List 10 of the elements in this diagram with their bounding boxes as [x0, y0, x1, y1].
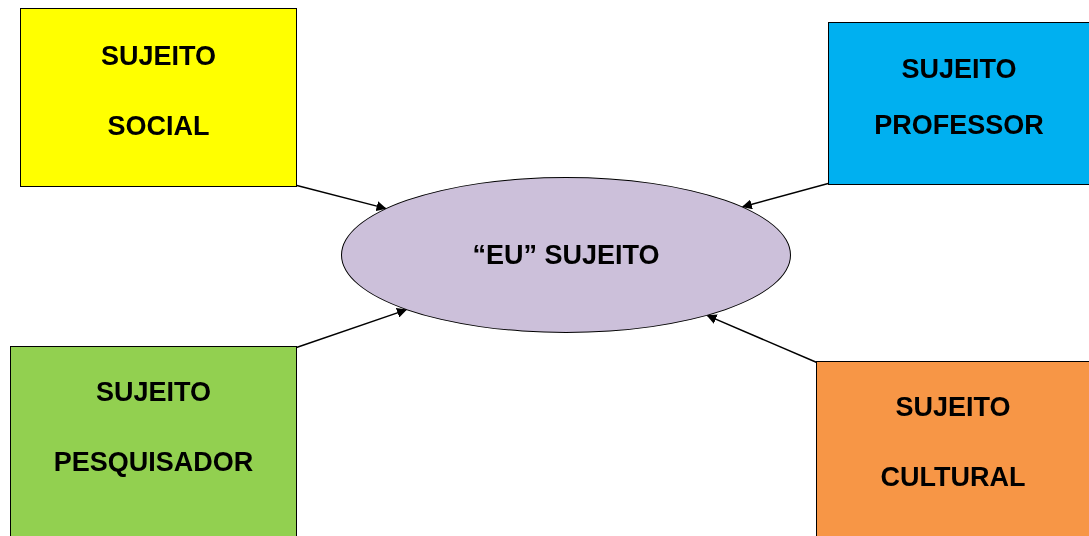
concept-box — [20, 8, 297, 187]
node-label: SUJEITO SOCIAL — [99, 40, 217, 143]
node-label: SUJEITO CULTURAL — [879, 391, 1027, 494]
arrow — [706, 314, 819, 364]
concept-box — [816, 361, 1089, 536]
node-label: “EU” SUJEITO — [472, 240, 660, 270]
node-label: SUJEITO PESQUISADOR — [52, 376, 255, 479]
concept-box — [828, 22, 1089, 185]
node-label: SUJEITO PROFESSOR — [873, 53, 1045, 142]
concept-box — [10, 346, 297, 536]
